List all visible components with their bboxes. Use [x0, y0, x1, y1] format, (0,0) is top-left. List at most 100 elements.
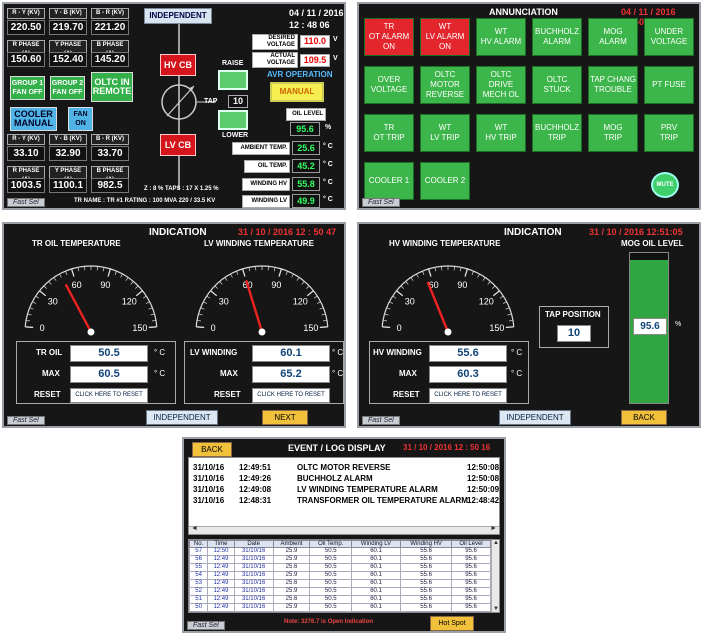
alarm-tile[interactable]: OLTC DRIVE MECH OL — [476, 66, 526, 104]
gauge-tick-label: 0 — [211, 323, 216, 333]
independent-button[interactable]: INDEPENDENT — [144, 8, 212, 24]
indication-title: INDICATION — [504, 227, 562, 238]
gauge-tick — [219, 281, 223, 285]
alarm-tile[interactable]: UNDER VOLTAGE — [644, 18, 694, 56]
log-column-header: Oil Level — [451, 540, 491, 548]
event-time: 12:49:51 — [239, 463, 272, 472]
back-button[interactable]: BACK — [621, 410, 667, 425]
alarm-tile[interactable]: WT LV TRIP — [420, 114, 470, 152]
gauge-tick — [114, 271, 117, 275]
table-cell: 31/10/16 — [233, 603, 274, 612]
independent-button[interactable]: INDEPENDENT — [146, 410, 218, 425]
table-cell: 31/10/16 — [233, 555, 274, 564]
group1-fan-button[interactable]: GROUP 1 FAN OFF — [10, 76, 45, 100]
alarm-tile[interactable]: COOLER 1 — [364, 162, 414, 200]
next-button[interactable]: NEXT — [262, 410, 308, 425]
lv-winding-max-value: 65.2 — [252, 366, 330, 383]
phase-value-y: 152.40 — [49, 52, 87, 67]
fan-on-button[interactable]: FAN ON — [68, 107, 93, 131]
hot-spot-button[interactable]: Hot Spot — [430, 616, 474, 631]
table-cell: 50.5 — [309, 587, 353, 596]
alarm-tile[interactable]: PT FUSE — [644, 66, 694, 104]
gauge-tick — [25, 319, 31, 322]
event-date: 31/10/16 — [193, 496, 225, 505]
alarm-tile[interactable]: TR OT TRIP — [364, 114, 414, 152]
desired-voltage-label: DESIRED VOLTAGE — [252, 34, 298, 50]
alarm-tile[interactable]: WT HV TRIP — [476, 114, 526, 152]
gauge-tick — [306, 290, 314, 297]
log-column-header: No. — [189, 540, 209, 548]
lower-button[interactable] — [218, 110, 248, 130]
cooler-manual-button[interactable]: COOLER MANUAL — [10, 107, 57, 131]
log-vertical-scrollbar[interactable]: ▲ ▼ — [491, 540, 499, 612]
group2-fan-button[interactable]: GROUP 2 FAN OFF — [50, 76, 85, 100]
oltc-remote-button[interactable]: OLTC IN REMOTE — [91, 72, 133, 102]
table-cell: 60.1 — [351, 603, 402, 612]
gauge-tick-label: 90 — [100, 280, 110, 290]
scroll-up-icon[interactable]: ▲ — [493, 540, 499, 546]
alarm-tile[interactable]: OLTC STUCK — [532, 66, 582, 104]
gauge-tick — [200, 307, 205, 310]
fast-select-button[interactable]: Fast Sel — [7, 416, 45, 425]
manual-button[interactable]: MANUAL — [270, 82, 324, 102]
table-cell: 57 — [189, 547, 209, 556]
tr-oil-reset-button[interactable]: CLICK HERE TO RESET — [70, 388, 148, 403]
gauge-tick-label: 30 — [48, 296, 58, 306]
gauge-tick — [43, 285, 47, 289]
alarm-tile[interactable]: MOG TRIP — [588, 114, 638, 152]
gauge-tick — [482, 277, 486, 281]
event-log-datetime: 31 / 10 / 2016 12 : 50 16 — [403, 443, 491, 452]
indication-panel-1: INDICATION 31 / 10 / 2016 12 : 50 47 TR … — [2, 222, 346, 428]
lv-winding-reset-button[interactable]: CLICK HERE TO RESET — [252, 388, 330, 403]
fast-select-button[interactable]: Fast Sel — [362, 416, 400, 425]
event-time: 12:49:08 — [239, 485, 272, 494]
alarm-tile[interactable]: OVER VOLTAGE — [364, 66, 414, 104]
alarm-tile[interactable]: TR OT ALARM ON — [364, 18, 414, 56]
overview-time: 12 : 48 06 — [289, 20, 330, 30]
alarm-tile[interactable]: MOG ALARM — [588, 18, 638, 56]
table-cell: 12:49 — [207, 555, 235, 564]
hv-winding-value: 55.6 — [429, 345, 507, 362]
fast-select-button[interactable]: Fast Sel — [362, 198, 400, 207]
alarm-tile[interactable]: BUCHHOLZ TRIP — [532, 114, 582, 152]
scroll-right-icon[interactable]: ► — [490, 525, 497, 532]
table-cell: 12:50 — [207, 547, 235, 556]
alarm-tile[interactable]: BUCHHOLZ ALARM — [532, 18, 582, 56]
gauge-tick — [384, 313, 389, 316]
scroll-left-icon[interactable]: ◄ — [191, 525, 198, 532]
oil-level-label: OIL LEVEL — [286, 108, 326, 121]
raise-button[interactable] — [218, 70, 248, 90]
alarm-tile[interactable]: COOLER 2 — [420, 162, 470, 200]
lower-label: LOWER — [222, 132, 249, 139]
event-horizontal-scrollbar[interactable]: ◄ ► — [189, 525, 499, 534]
alarm-tile[interactable]: WT LV ALARM ON — [420, 18, 470, 56]
alarm-tile[interactable]: OLTC MOTOR REVERSE — [420, 66, 470, 104]
gauge-tick — [224, 277, 228, 281]
fast-select-button[interactable]: Fast Sel — [7, 198, 45, 207]
lv-winding-frame — [184, 341, 344, 404]
event-text: TRANSFORMER OIL TEMPERATURE ALARM — [297, 496, 468, 505]
alarm-tile[interactable]: TAP CHANG TROUBLE — [588, 66, 638, 104]
mute-button[interactable]: MUTE — [651, 172, 679, 198]
scroll-down-icon[interactable]: ▼ — [493, 606, 499, 612]
alarm-tile[interactable]: PRV TRIP — [644, 114, 694, 152]
alarm-tile[interactable]: WT HV ALARM — [476, 18, 526, 56]
gauge-tick — [35, 295, 40, 299]
gauge-tick — [206, 295, 211, 299]
back-button[interactable]: BACK — [192, 442, 232, 457]
fast-select-button[interactable]: Fast Sel — [187, 621, 225, 630]
hv-cb-button[interactable]: HV CB — [160, 54, 196, 76]
hv-winding-reset-button[interactable]: CLICK HERE TO RESET — [429, 388, 507, 403]
independent-button[interactable]: INDEPENDENT — [499, 410, 571, 425]
lv-cb-button[interactable]: LV CB — [160, 134, 196, 156]
